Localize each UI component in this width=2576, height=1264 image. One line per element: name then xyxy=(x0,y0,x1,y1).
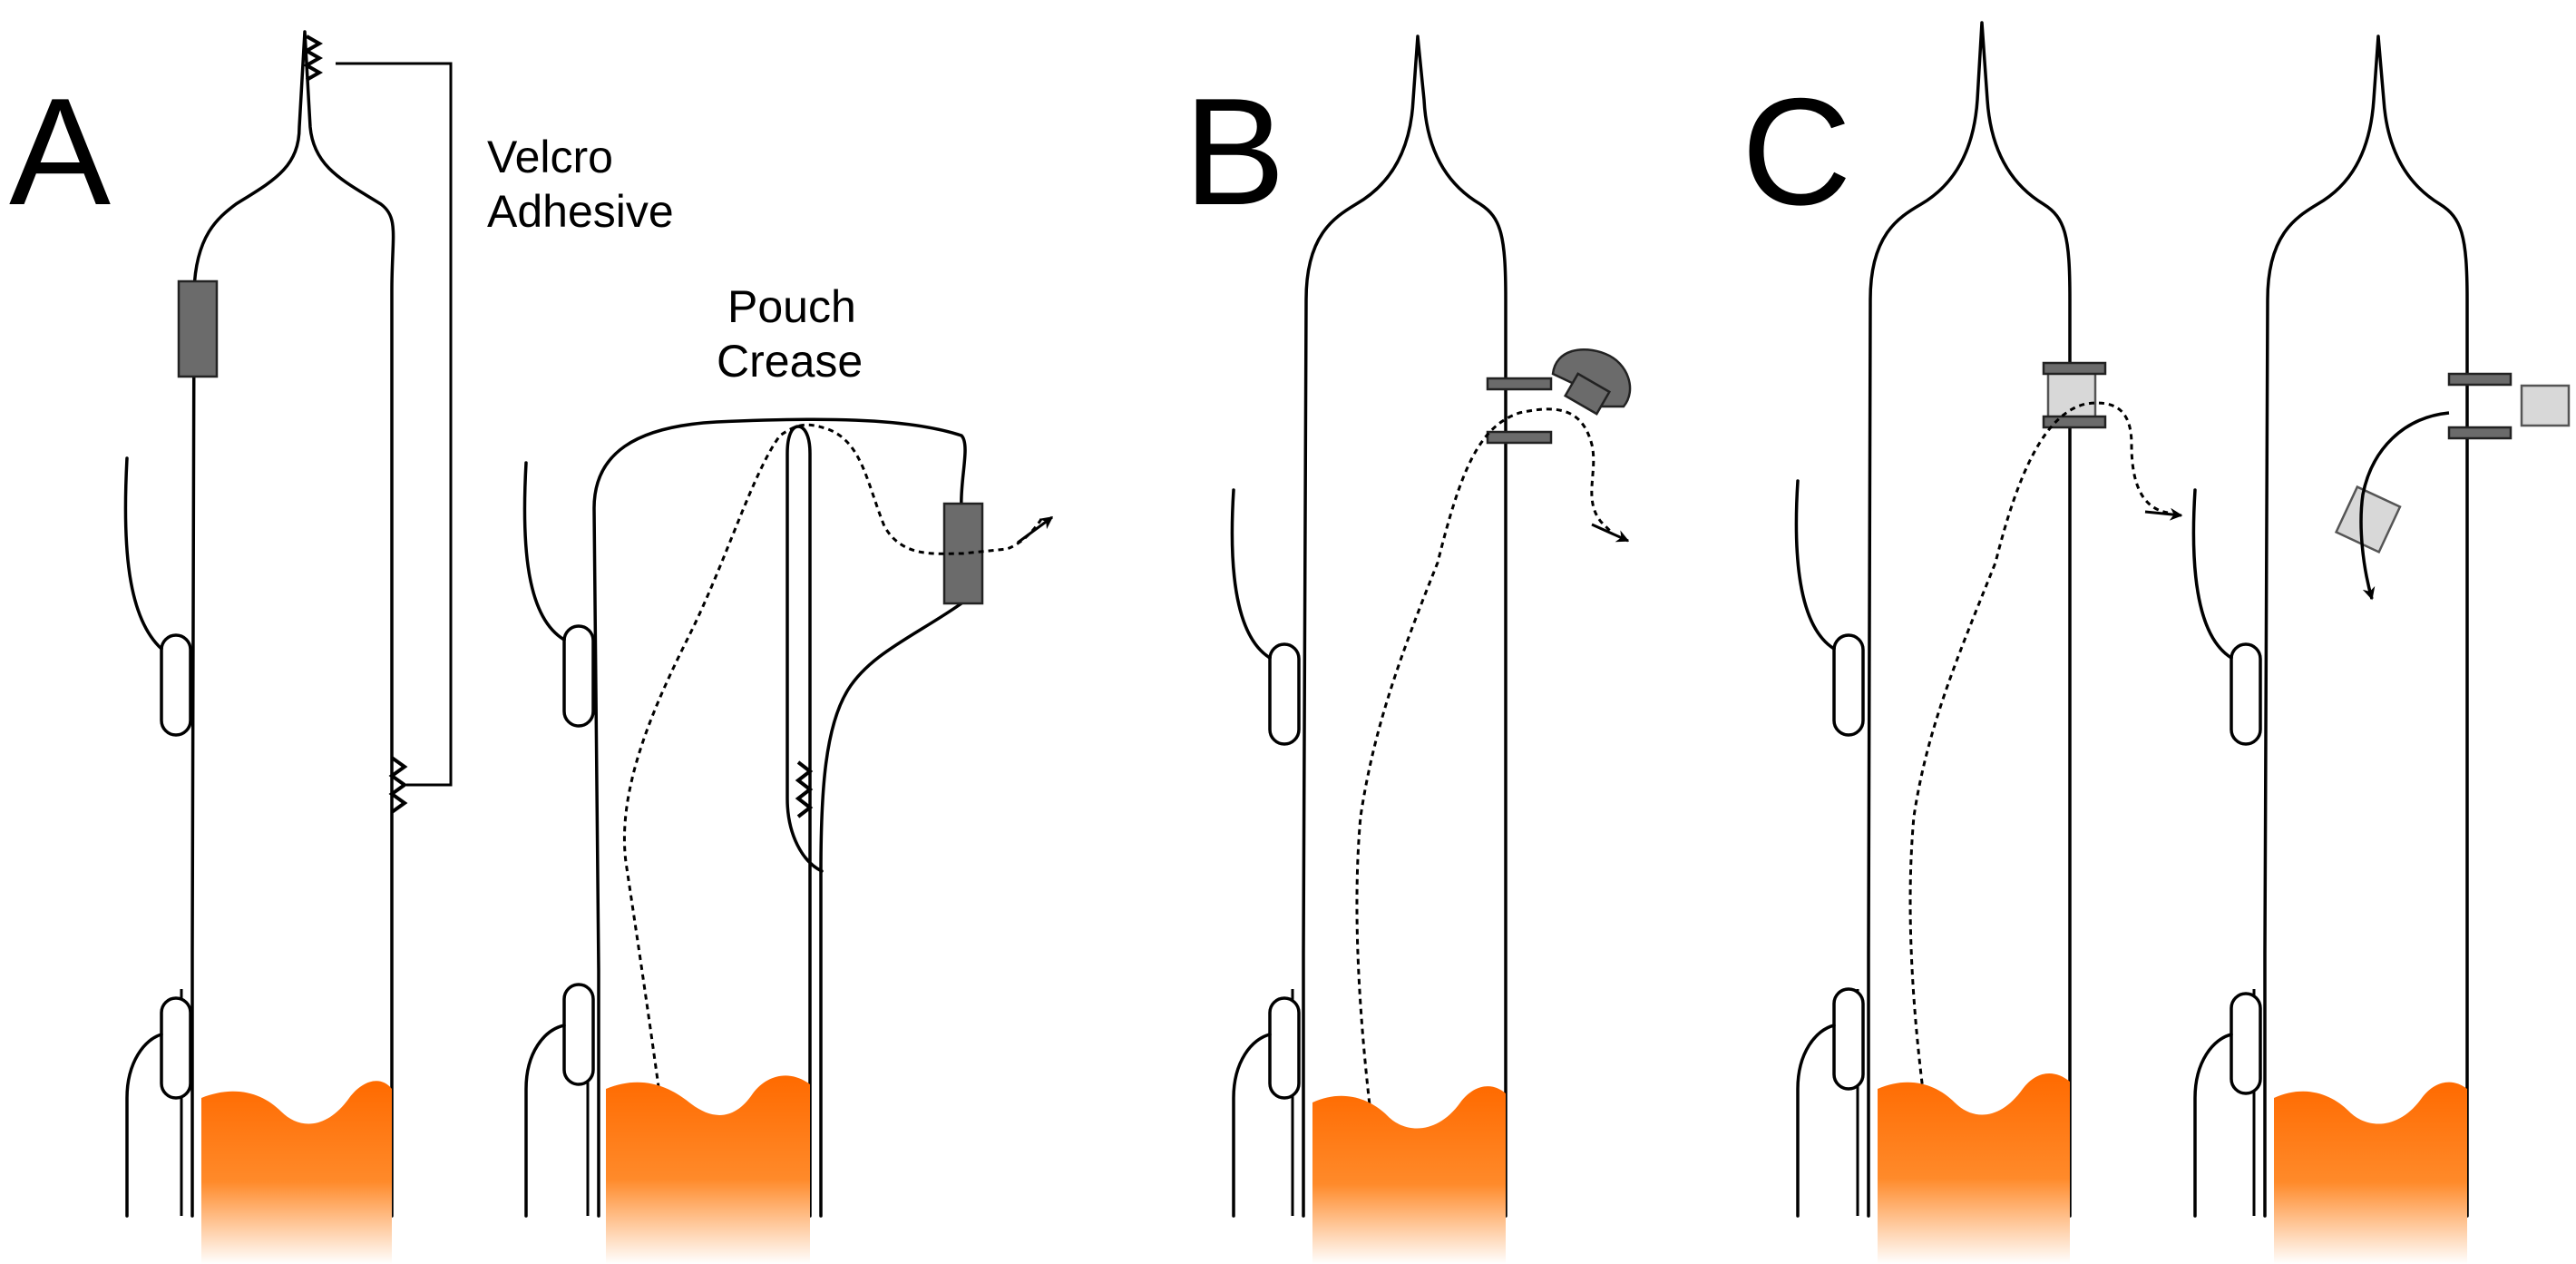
pinch-lower-c1 xyxy=(1832,987,1865,1091)
pinch-lower-c2 xyxy=(2230,992,2262,1095)
liquid-a2 xyxy=(606,1075,810,1264)
cap-falling-c2 xyxy=(2334,485,2402,554)
label-velcro: Velcro xyxy=(487,132,613,182)
pouch-c1-outline xyxy=(1867,21,2072,1218)
stand-left-a1 xyxy=(125,1033,163,1218)
panel-letter-a: A xyxy=(9,66,111,237)
stand-upper-c1 xyxy=(1794,479,1836,651)
velcro-bottom-a1 xyxy=(388,756,408,814)
pinch-upper-c1 xyxy=(1832,633,1865,737)
pinch-lower-a2 xyxy=(562,983,595,1086)
cap-closed-c1 xyxy=(2046,370,2097,424)
label-pouch: Pouch xyxy=(727,281,856,332)
panel-letter-b: B xyxy=(1184,66,1285,237)
panel-b-pouch xyxy=(1230,34,1632,1264)
flow-path-b xyxy=(1355,407,1612,1144)
stand-left-a2 xyxy=(524,1024,566,1218)
spout-flange-top-b xyxy=(1486,377,1553,391)
crease-inner-fold xyxy=(785,425,824,1218)
label-crease: Crease xyxy=(717,336,863,387)
liquid-c2 xyxy=(2274,1082,2467,1264)
clip-a1 xyxy=(177,279,219,378)
stand-left-b xyxy=(1232,1033,1272,1218)
pouch-c2-outline xyxy=(2263,34,2469,1218)
liquid-c1 xyxy=(1878,1073,2070,1264)
velcro-a2 xyxy=(795,760,814,818)
velcro-leader-line xyxy=(336,62,453,787)
spout-flange-bottom-c2 xyxy=(2447,426,2513,440)
spout-flange-top-c1 xyxy=(2042,361,2107,376)
panel-letter-c: C xyxy=(1742,66,1851,237)
cap-plug-b xyxy=(1563,372,1612,416)
arrow-c2 xyxy=(2359,411,2450,601)
arrow-b xyxy=(1591,523,1630,543)
pinch-upper-c2 xyxy=(2230,642,2262,746)
spout-flange-bottom-b xyxy=(1486,430,1553,445)
stand-left-c2 xyxy=(2193,1033,2233,1218)
pinch-lower-b xyxy=(1268,996,1301,1100)
stand-left-c1 xyxy=(1796,1024,1836,1218)
label-adhesive: Adhesive xyxy=(487,186,674,237)
panel-c-pouch-1 xyxy=(1794,21,2183,1264)
arrow-c1 xyxy=(2144,507,2183,521)
stand-upper-a1 xyxy=(123,456,163,651)
pouch-a1-outline xyxy=(190,30,395,1218)
pinch-upper-a2 xyxy=(562,624,595,728)
spout-flange-bottom-c1 xyxy=(2042,415,2107,429)
arrow-a2 xyxy=(1017,515,1054,544)
pinch-upper-a1 xyxy=(160,633,192,737)
liquid-a1 xyxy=(201,1081,392,1264)
pinch-lower-a1 xyxy=(160,996,192,1100)
panel-c-pouch-2 xyxy=(2191,34,2571,1264)
cap-b xyxy=(1551,348,1632,408)
stand-upper-b xyxy=(1230,488,1272,660)
pouch-b-outline xyxy=(1302,34,1508,1218)
velcro-top-a1 xyxy=(302,34,324,82)
cap-removed-c2 xyxy=(2520,384,2571,427)
flow-path-c1 xyxy=(1908,401,2169,1144)
pouch-a2-outline xyxy=(592,417,967,1218)
pinch-upper-b xyxy=(1268,642,1301,746)
stand-upper-c2 xyxy=(2191,488,2233,660)
panel-a-pouch-2: Pouch Crease xyxy=(522,281,1054,1264)
spout-flange-top-c2 xyxy=(2447,372,2513,387)
panel-a-pouch-1 xyxy=(123,30,453,1264)
flow-path-a2 xyxy=(622,423,1043,1149)
liquid-b xyxy=(1312,1086,1506,1264)
stand-upper-a2 xyxy=(522,461,566,642)
